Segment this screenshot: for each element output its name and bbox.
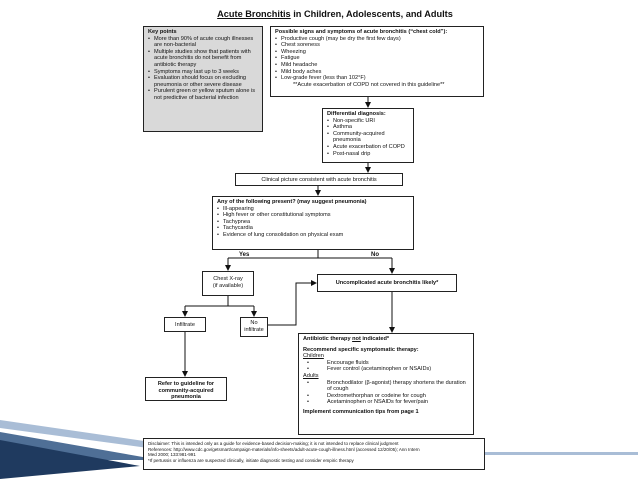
disclaimer-line2: References: http://www.cdc.gov/getsmart/… <box>148 446 420 452</box>
list-item: Productive cough (may be dry the first f… <box>275 36 479 43</box>
list-item: Ill-appearing <box>217 206 409 213</box>
xray-line1: Chest X-ray <box>213 276 243 282</box>
no-infiltrate-line2: infiltrate <box>244 326 264 333</box>
pneumonia-check-box: Any of the following present? (may sugge… <box>212 196 414 250</box>
list-item: Symptoms may last up to 3 weeks <box>148 69 258 76</box>
clinical-text: Clinical picture consistent with acute b… <box>261 177 377 183</box>
xray-line2: (if available) <box>212 282 244 289</box>
signs-symptoms-box: Possible signs and symptoms of acute bro… <box>270 26 484 97</box>
adults-label: Adults <box>303 372 319 379</box>
no-label: No <box>371 252 379 258</box>
list-item: Mild headache <box>275 62 479 69</box>
edge-noinfiltrate-uncomplicated <box>268 280 317 326</box>
key-points-box: Key points More than 90% of acute cough … <box>143 26 263 132</box>
disclaimer-box: Disclaimer: This is intended only as a g… <box>143 438 485 470</box>
antibiotic-pre: Antibiotic therapy <box>303 336 353 342</box>
list-item: High fever or other constitutional sympt… <box>217 212 409 219</box>
implement-line: Implement communication tips from page 1 <box>303 408 419 415</box>
pneumonia-heading: Any of the following present? (may sugge… <box>217 199 367 205</box>
list-item: Acetaminophen or NSAIDs for fever/pain <box>307 399 469 406</box>
recommend-heading: Recommend specific symptomatic therapy: <box>303 346 419 353</box>
antibiotic-not: not <box>352 336 361 342</box>
chest-xray-box: Chest X-ray (if available) <box>202 271 254 296</box>
list-item: Community-acquired pneumonia <box>327 131 409 144</box>
list-item: Fever control (acetaminophen or NSAIDs) <box>307 366 469 373</box>
list-item: Tachycardia <box>217 225 409 232</box>
list-item: Evidence of lung consolidation on physic… <box>217 232 409 239</box>
list-item: Fatigue <box>275 55 479 62</box>
no-infiltrate-line1: No <box>250 320 258 326</box>
list-item: Wheezing <box>275 49 479 56</box>
list-item: Non-specific URI <box>327 118 409 125</box>
yes-label: Yes <box>239 252 250 258</box>
no-infiltrate-box: No infiltrate <box>240 317 268 337</box>
infiltrate-box: Infiltrate <box>164 317 206 332</box>
list-item: Dextromethorphan or codeine for cough <box>307 393 469 400</box>
uncomplicated-box: Uncomplicated acute bronchitis likely* <box>317 274 457 292</box>
page-title: Acute Bronchitis in Children, Adolescent… <box>217 9 453 19</box>
antibiotic-line: Antibiotic therapy not indicated* <box>303 336 469 343</box>
therapy-box: Antibiotic therapy not indicated* Recomm… <box>298 333 474 435</box>
list-item: Asthma <box>327 124 409 131</box>
refer-line2: community-acquired <box>158 387 214 394</box>
refer-pneumonia-box: Refer to guideline for community-acquire… <box>145 377 227 401</box>
list-item: Bronchodilator (β-agonist) therapy short… <box>307 380 469 393</box>
children-label: Children <box>303 353 324 360</box>
antibiotic-post: indicated* <box>360 336 390 342</box>
copd-note: **Acute exacerbation of COPD not covered… <box>293 81 445 88</box>
list-item: Tachypnea <box>217 219 409 226</box>
list-item: Low-grade fever (less than 102°F) <box>275 75 479 82</box>
infiltrate-text: Infiltrate <box>175 322 195 328</box>
list-item: Multiple studies show that patients with… <box>148 49 258 69</box>
list-item: More than 90% of acute cough illnesses a… <box>148 36 258 49</box>
list-item: Post-nasal drip <box>327 151 409 158</box>
disclaimer-line3: Med 2000; 133:981-991 <box>148 452 196 458</box>
list-item: Chest soreness <box>275 42 479 49</box>
disclaimer-line4: *If pertussis or influenza are suspected… <box>148 457 354 463</box>
refer-line1: Refer to guideline for <box>157 381 215 387</box>
list-item: Acute exacerbation of COPD <box>327 144 409 151</box>
differential-heading: Differential diagnosis: <box>327 111 386 117</box>
uncomplicated-text: Uncomplicated acute bronchitis likely* <box>335 280 439 286</box>
list-item: Purulent green or yellow sputum alone is… <box>148 88 258 101</box>
list-item: Mild body aches <box>275 69 479 76</box>
signs-heading: Possible signs and symptoms of acute bro… <box>275 29 448 35</box>
refer-line3: pneumonia <box>171 394 201 401</box>
disclaimer-line1: Disclaimer: This is intended only as a g… <box>148 441 399 446</box>
list-item: Encourage fluids <box>307 360 469 367</box>
clinical-picture-box: Clinical picture consistent with acute b… <box>235 173 403 186</box>
list-item: Evaluation should focus on excluding pne… <box>148 75 258 88</box>
differential-diagnosis-box: Differential diagnosis: Non-specific URI… <box>322 108 414 163</box>
key-points-heading: Key points <box>148 29 177 35</box>
